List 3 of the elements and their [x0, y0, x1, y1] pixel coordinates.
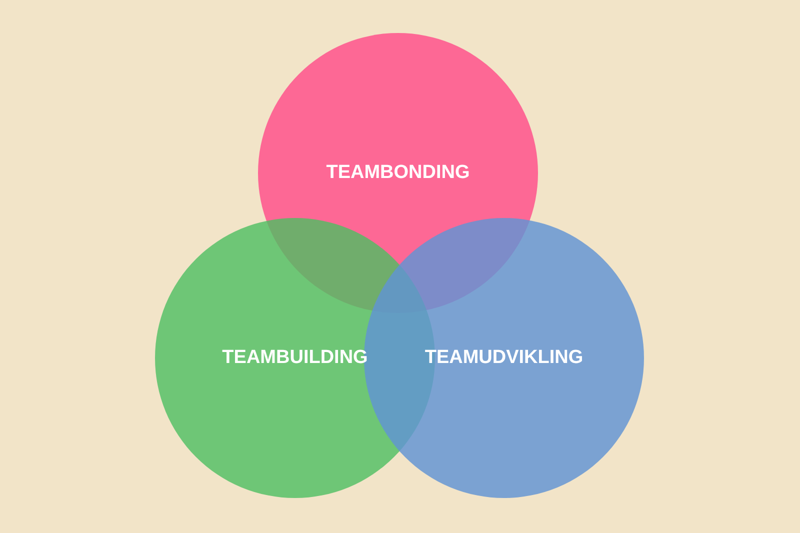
circle-label: TEAMBUILDING: [222, 346, 368, 370]
circle-label: TEAMBONDING: [326, 160, 470, 185]
circle-label: TEAMUDVIKLING: [424, 346, 584, 370]
